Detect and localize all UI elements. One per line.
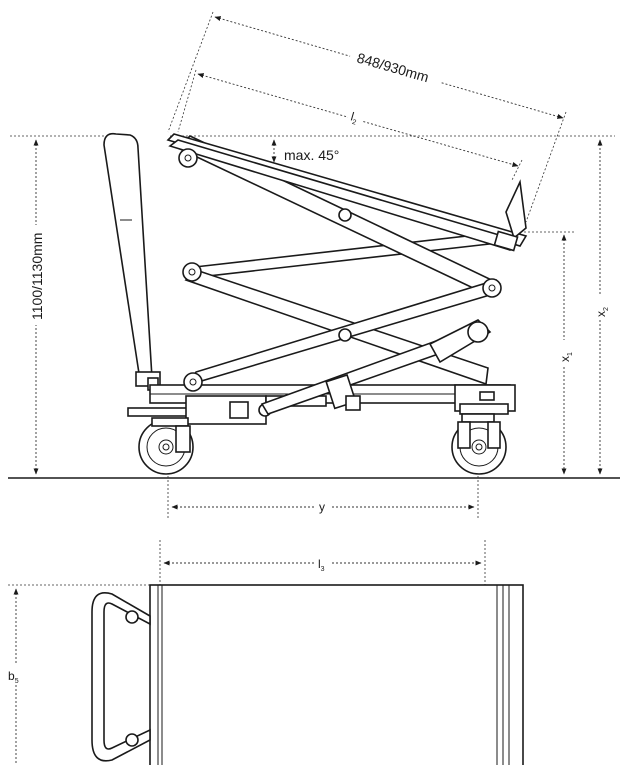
svg-text:x2: x2 [594, 307, 610, 317]
angle-indicator: max. 45° [271, 139, 339, 163]
x2-dimension: x2 [593, 139, 610, 475]
height-label: 1100/1130mm [29, 233, 45, 320]
scissor-mechanism [176, 135, 509, 417]
l2-label: l [349, 109, 355, 123]
l3-label: l [318, 557, 321, 571]
rear-wheel [451, 413, 507, 475]
l3-subscript: 3 [321, 566, 325, 573]
l2-subscript: 2 [351, 119, 357, 127]
svg-text:x1: x1 [558, 352, 574, 362]
svg-text:b5: b5 [8, 669, 19, 685]
hydraulic-cylinder [260, 319, 492, 415]
top-view: l3 b5 [6, 540, 524, 765]
tilting-tabletop [166, 133, 528, 252]
side-view: 1100/1130mm x1 x2 848/930mm [8, 11, 620, 518]
handle-top-view [91, 592, 151, 762]
x2-subscript: 2 [603, 307, 610, 311]
l2-dimension: l2 [177, 69, 523, 181]
y-label: y [319, 500, 325, 514]
x1-subscript: 1 [567, 352, 574, 356]
x1-dimension: x1 [557, 234, 574, 475]
b5-label: b [8, 669, 15, 683]
push-handle [103, 132, 161, 391]
svg-text:l2: l2 [349, 109, 360, 126]
height-dimension: 1100/1130mm [28, 139, 45, 475]
x2-label: x [594, 311, 608, 317]
b5-dimension: b5 [6, 584, 150, 765]
y-dimension: y [167, 460, 479, 518]
x1-label: x [558, 356, 572, 362]
svg-text:l3: l3 [318, 557, 325, 573]
table-plate-top-view [149, 584, 524, 765]
angle-label: max. 45° [284, 147, 339, 163]
b5-subscript: 5 [15, 678, 19, 685]
l3-dimension: l3 [159, 540, 486, 600]
front-wheel [138, 417, 194, 475]
